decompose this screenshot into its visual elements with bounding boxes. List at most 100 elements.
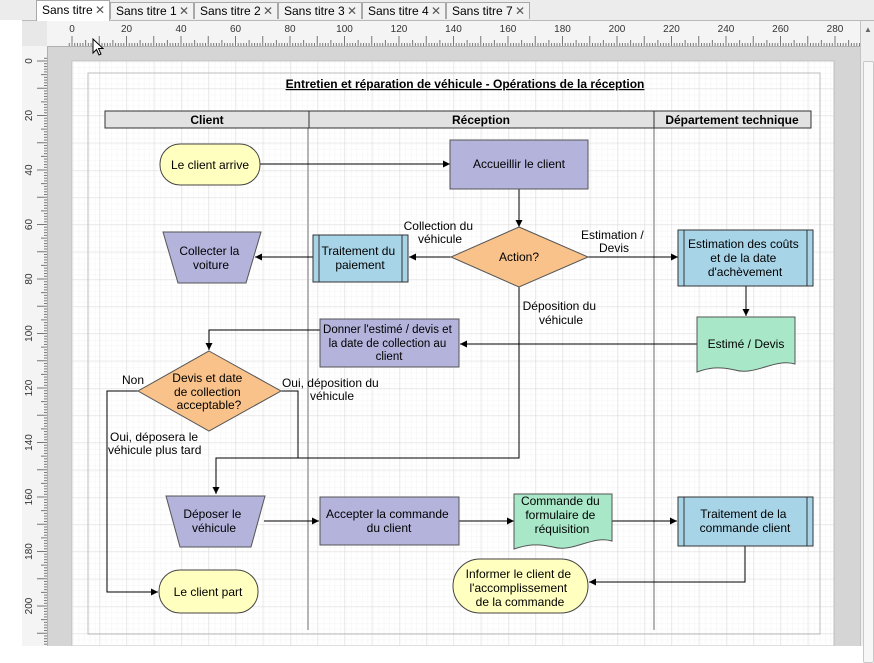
ruler-label: 200 bbox=[609, 24, 626, 35]
node-client-arrive[interactable] bbox=[159, 143, 261, 186]
ruler-label: 20 bbox=[24, 110, 35, 122]
node-commande-label: Commande du formulaire de réquisition bbox=[521, 494, 603, 536]
ruler-label: 0 bbox=[69, 24, 75, 35]
edge-oui-deposition[interactable] bbox=[281, 390, 299, 458]
diagram: Entretien et réparation de véhicule - Op… bbox=[71, 60, 835, 646]
ruler-label: 220 bbox=[663, 24, 680, 35]
tab-label: Sans titre 4 bbox=[368, 4, 429, 18]
node-informer[interactable] bbox=[452, 558, 589, 614]
node-paiement-label: Traitement du paiement bbox=[322, 244, 399, 272]
node-client-part[interactable] bbox=[158, 569, 259, 614]
node-collecter-label: Collecter la voiture bbox=[179, 244, 242, 272]
ruler-label: 280 bbox=[827, 24, 844, 35]
diagram-title: Entretien et réparation de véhicule - Op… bbox=[286, 77, 645, 91]
tab-bar: Sans titre ✕ Sans titre 1 ✕ Sans titre 2… bbox=[0, 0, 874, 21]
node-devis-decision[interactable] bbox=[136, 350, 283, 432]
edge-non-clientpart[interactable] bbox=[106, 390, 158, 596]
ruler-label: 60 bbox=[24, 219, 35, 231]
ruler-label: 180 bbox=[24, 543, 35, 560]
tab-label: Sans titre 2 bbox=[200, 4, 261, 18]
ruler-label: 40 bbox=[175, 24, 187, 35]
tab-label: Sans titre 1 bbox=[116, 4, 177, 18]
ruler-label: 140 bbox=[445, 24, 462, 35]
ruler-label: 140 bbox=[24, 434, 35, 451]
node-traitement-cmd-label: Traitement de la commande client bbox=[700, 507, 791, 535]
ruler-label: 60 bbox=[230, 24, 242, 35]
close-icon[interactable]: ✕ bbox=[178, 4, 189, 18]
edge-action-deposer[interactable] bbox=[212, 287, 520, 494]
tab-sans-titre[interactable]: Sans titre ✕ bbox=[36, 0, 110, 21]
node-estimation[interactable] bbox=[677, 229, 814, 287]
node-traitement-cmd[interactable] bbox=[677, 496, 814, 547]
ruler-label: 240 bbox=[718, 24, 735, 35]
tab-sans-titre-7[interactable]: Sans titre 7 ✕ bbox=[446, 2, 530, 19]
close-icon[interactable]: ✕ bbox=[94, 3, 105, 17]
edge-donner-devis[interactable] bbox=[205, 329, 320, 350]
node-action-decision[interactable] bbox=[449, 226, 590, 288]
lane-header-technique[interactable] bbox=[653, 110, 812, 129]
ruler-corner bbox=[22, 21, 48, 47]
edge-label-oui-plus-tard: Oui, déposera le véhicule plus tard bbox=[108, 430, 201, 457]
node-client-part-label: Le client part bbox=[174, 585, 243, 599]
drawing-canvas[interactable]: Entretien et réparation de véhicule - Op… bbox=[48, 47, 860, 646]
node-estime-devis[interactable] bbox=[696, 316, 796, 373]
node-commande[interactable] bbox=[513, 493, 613, 550]
ruler-label: 0 bbox=[24, 58, 35, 64]
edge-label-estimation-devis: Estimation / Devis bbox=[581, 228, 647, 255]
edge-label-collection: Collection du véhicule bbox=[404, 219, 477, 246]
vertical-scrollbar[interactable]: ▲ bbox=[860, 21, 874, 663]
connectors bbox=[106, 160, 750, 596]
node-deposer-label: Déposer le véhicule bbox=[183, 507, 244, 535]
tab-sans-titre-1[interactable]: Sans titre 1 ✕ bbox=[110, 2, 194, 19]
close-icon[interactable]: ✕ bbox=[262, 4, 273, 18]
tab-label: Sans titre 7 bbox=[452, 4, 513, 18]
tab-sans-titre-4[interactable]: Sans titre 4 ✕ bbox=[362, 2, 446, 19]
ruler-label: 260 bbox=[772, 24, 789, 35]
tab-label: Sans titre 3 bbox=[284, 4, 345, 18]
node-paiement[interactable] bbox=[312, 234, 409, 283]
node-accepter-label: Accepter la commande du client bbox=[326, 507, 452, 535]
scroll-up-icon[interactable]: ▲ bbox=[864, 25, 872, 34]
close-icon[interactable]: ✕ bbox=[346, 4, 357, 18]
ruler-label: 160 bbox=[24, 488, 35, 505]
lane-label-reception: Réception bbox=[452, 113, 510, 127]
tab-sans-titre-2[interactable]: Sans titre 2 ✕ bbox=[194, 2, 278, 19]
ruler-label: 100 bbox=[336, 24, 353, 35]
node-estime-label: Estimé / Devis bbox=[708, 337, 785, 351]
node-informer-label: Informer le client de l'accomplissement … bbox=[466, 567, 575, 609]
edge-label-deposition: Déposition du véhicule bbox=[523, 299, 600, 327]
node-accueillir-label: Accueillir le client bbox=[473, 157, 566, 171]
left-gutter bbox=[0, 20, 22, 646]
node-donner-label: Donner l'estimé / devis et la date de co… bbox=[323, 324, 455, 363]
ruler-label: 180 bbox=[554, 24, 571, 35]
node-accueillir[interactable] bbox=[449, 139, 589, 190]
edge-label-oui-deposition: Oui, déposition du véhicule bbox=[282, 376, 382, 403]
lane-label-technique: Département technique bbox=[665, 113, 799, 127]
ruler-label: 120 bbox=[391, 24, 408, 35]
ruler-label: 200 bbox=[24, 597, 35, 614]
ruler-label: 80 bbox=[24, 273, 35, 285]
close-icon[interactable]: ✕ bbox=[430, 4, 441, 18]
edge-label-non: Non bbox=[122, 373, 144, 387]
diagram-frame bbox=[87, 72, 821, 635]
node-estimation-label: Estimation des coûts et de la date d'ach… bbox=[688, 237, 802, 279]
node-donner[interactable] bbox=[319, 318, 460, 368]
mouse-cursor-icon bbox=[92, 38, 105, 56]
ruler-label: 40 bbox=[24, 164, 35, 176]
ruler-label: 20 bbox=[121, 24, 133, 35]
edge-traitement-informer[interactable] bbox=[589, 546, 746, 586]
ruler-label: 120 bbox=[24, 379, 35, 396]
node-collecter[interactable] bbox=[162, 231, 262, 284]
node-client-arrive-label: Le client arrive bbox=[171, 158, 249, 172]
tab-label: Sans titre bbox=[42, 3, 93, 17]
node-accepter[interactable] bbox=[319, 496, 460, 546]
node-deposer[interactable] bbox=[165, 495, 266, 548]
tab-sans-titre-3[interactable]: Sans titre 3 ✕ bbox=[278, 2, 362, 19]
lane-label-client: Client bbox=[190, 113, 223, 127]
close-icon[interactable]: ✕ bbox=[514, 4, 525, 18]
scrollbar-thumb[interactable] bbox=[863, 61, 874, 663]
